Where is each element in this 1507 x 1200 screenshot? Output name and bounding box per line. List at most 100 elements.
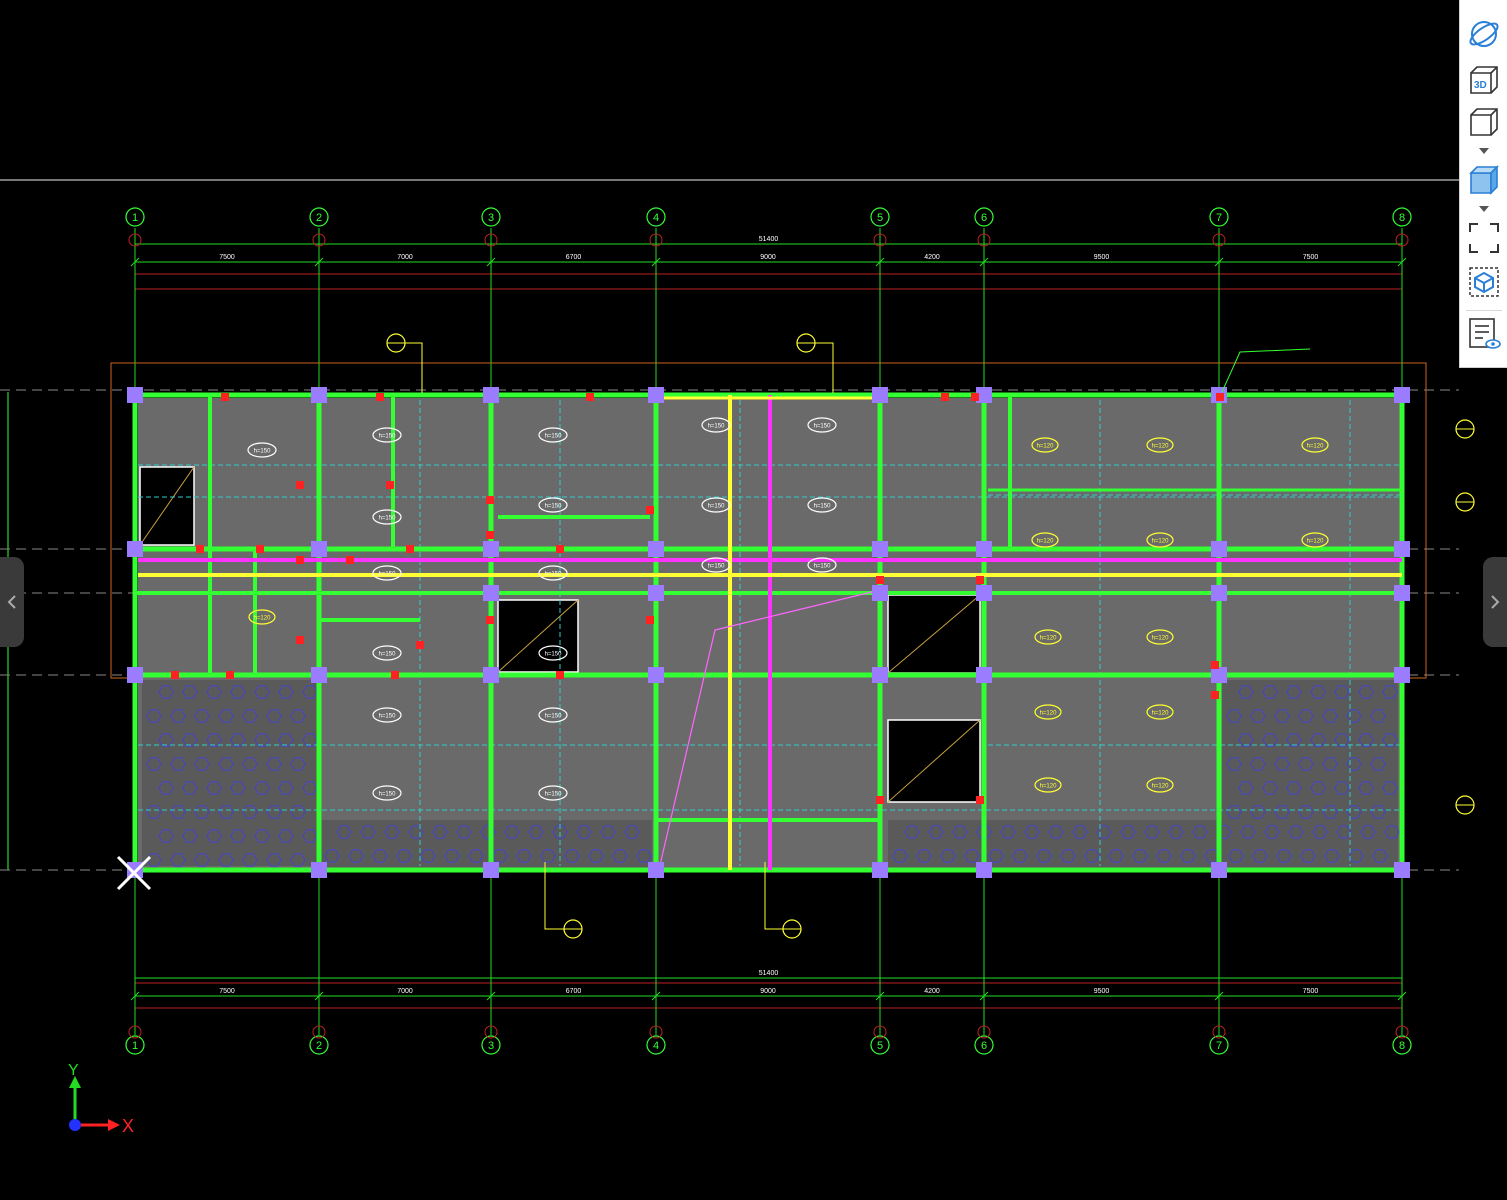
hatch-hex	[588, 849, 604, 863]
hatch-hex	[1274, 757, 1290, 771]
hatch-hex	[1370, 757, 1386, 771]
grid-bubble-red	[1395, 233, 1409, 247]
slab-tag-alt-label: h=120	[254, 616, 272, 622]
hatch-hex	[576, 825, 592, 839]
rebar-marker	[876, 576, 884, 584]
hatch-hex	[1298, 709, 1314, 723]
slab-tag-alt-label: h=120	[1037, 539, 1055, 545]
slab-tag-label: h=150	[814, 504, 832, 510]
hatch-hex	[336, 825, 352, 839]
grid-bubble	[125, 1035, 145, 1055]
hatch-hex	[266, 757, 282, 771]
hatch-hex	[182, 781, 198, 795]
slab-tag	[372, 427, 402, 443]
slab-tag	[372, 785, 402, 801]
hatch-hex	[1322, 709, 1338, 723]
hatch-hex	[266, 805, 282, 819]
hatch-hex	[1096, 825, 1112, 839]
slab-tag	[807, 497, 837, 513]
hatch-hex	[988, 849, 1004, 863]
rebar-marker	[646, 616, 654, 624]
hatch-hex	[254, 781, 270, 795]
hatch-hex	[1250, 709, 1266, 723]
hatch-hex	[348, 849, 364, 863]
callout-leader	[544, 862, 564, 930]
fit-view-button[interactable]	[1466, 220, 1502, 256]
slab-tag-alt	[1146, 437, 1174, 453]
column	[648, 585, 664, 601]
column	[1394, 387, 1410, 403]
hatch-hex	[372, 849, 388, 863]
grid-bubble-label: 8	[1399, 212, 1405, 224]
dim-bottom-label: 4200	[924, 988, 940, 995]
hatch-hex	[254, 685, 270, 699]
view-cube-button[interactable]	[1466, 104, 1502, 140]
rebar-marker	[296, 556, 304, 564]
3d-view-button[interactable]: 3D	[1466, 62, 1502, 98]
column	[976, 667, 992, 683]
grid-bubble	[309, 207, 329, 227]
hatch-hex	[218, 853, 234, 867]
properties-button[interactable]	[1466, 316, 1502, 352]
hatch-hex	[266, 853, 282, 867]
column	[648, 387, 664, 403]
opening-diagonal	[497, 599, 579, 673]
hatch-hex	[1382, 781, 1398, 795]
rebar-marker	[556, 671, 564, 679]
hatch-hex	[432, 825, 448, 839]
axis-y-label: Y	[68, 1062, 79, 1079]
section-box-icon	[1469, 267, 1499, 297]
document-eye-icon	[1469, 318, 1501, 349]
dim-top-label: 7000	[397, 254, 413, 261]
hatch-hex	[1370, 709, 1386, 723]
column	[127, 667, 143, 683]
orbit-button[interactable]	[1466, 16, 1502, 52]
callout-leader	[405, 342, 423, 393]
slab-tag-alt-label: h=120	[1040, 711, 1058, 717]
hatch-hex	[964, 849, 980, 863]
hatch-hex	[624, 825, 640, 839]
column	[872, 667, 888, 683]
rebar-marker	[171, 671, 179, 679]
dim-top-label: 7500	[1303, 254, 1319, 261]
column	[1394, 667, 1410, 683]
view-cube-dropdown[interactable]	[1476, 146, 1492, 156]
slab-tag	[807, 557, 837, 573]
rebar-marker	[391, 671, 399, 679]
hatch-hex	[230, 829, 246, 843]
dim-top-label: 4200	[924, 254, 940, 261]
previous-page-tab[interactable]	[0, 557, 24, 647]
rebar-marker	[876, 796, 884, 804]
hatch-hex	[146, 757, 162, 771]
slab-tag-alt	[1034, 777, 1062, 793]
column	[311, 387, 327, 403]
column	[127, 387, 143, 403]
next-page-tab[interactable]	[1483, 557, 1507, 647]
column	[648, 667, 664, 683]
grid-bubble-red	[312, 1025, 326, 1039]
hatch-hex	[1168, 825, 1184, 839]
hatch-hex	[1060, 849, 1076, 863]
hatch-zone-b	[320, 820, 652, 868]
rebar-marker	[226, 671, 234, 679]
hatch-hex	[218, 805, 234, 819]
section-box-button[interactable]	[1466, 264, 1502, 300]
hatch-hex	[516, 849, 532, 863]
hatch-hex	[1336, 825, 1352, 839]
shaded-cube-dropdown[interactable]	[1476, 204, 1492, 214]
slab-tag-alt-label: h=120	[1040, 636, 1058, 642]
slab-tag	[701, 417, 731, 433]
column	[311, 667, 327, 683]
hatch-hex	[1334, 733, 1350, 747]
hatch-hex	[1346, 709, 1362, 723]
hatch-hex	[278, 781, 294, 795]
hatch-hex	[384, 825, 400, 839]
shaded-cube-button[interactable]	[1466, 162, 1502, 198]
column	[483, 387, 499, 403]
hatch-hex	[636, 849, 652, 863]
hatch-hex	[1226, 757, 1242, 771]
hatch-hex	[170, 805, 186, 819]
